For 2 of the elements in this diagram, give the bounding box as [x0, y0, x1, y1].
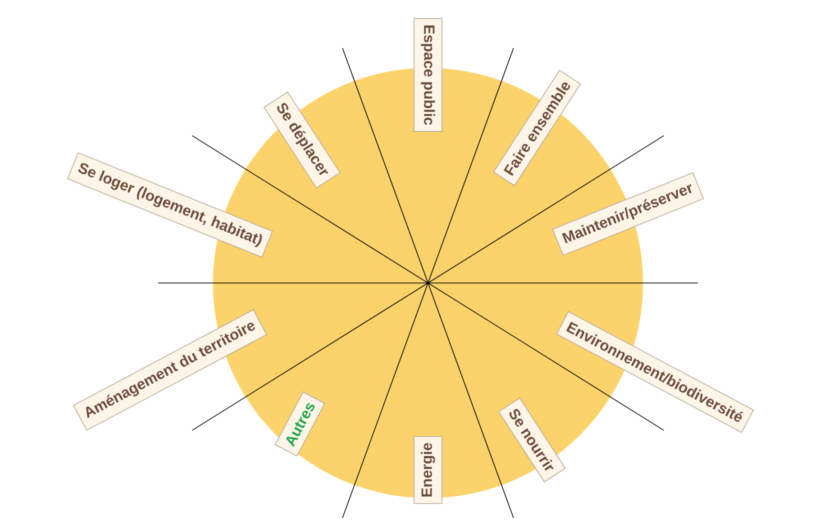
- label-box: Espace public: [414, 18, 442, 132]
- label-box: Energie: [414, 436, 442, 504]
